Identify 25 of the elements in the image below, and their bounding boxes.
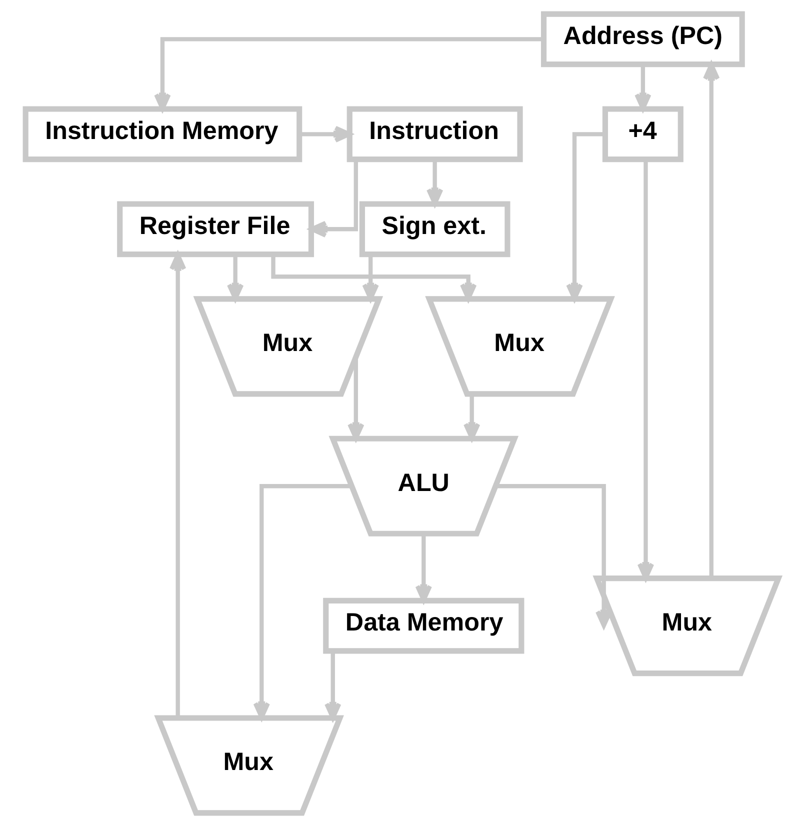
node-box: Data Memory	[323, 598, 524, 654]
arrow	[426, 160, 444, 206]
arrow	[299, 126, 352, 143]
arrow	[169, 252, 186, 718]
arrow	[271, 254, 477, 301]
arrow	[253, 484, 352, 720]
arrow	[154, 37, 544, 111]
arrow	[309, 160, 358, 238]
node-box: Sign ext.	[359, 201, 510, 258]
arrow	[634, 64, 652, 111]
node-box: Register File	[117, 201, 314, 258]
arrow	[496, 484, 612, 628]
node-box: Instruction Memory	[22, 106, 302, 162]
node-box: Instruction	[346, 106, 523, 162]
arrow	[348, 356, 364, 440]
arrow	[463, 394, 480, 440]
arrow	[566, 132, 606, 301]
node-box: +4	[602, 106, 684, 162]
arrow	[703, 62, 720, 578]
arrow	[324, 651, 342, 720]
arrow	[226, 254, 244, 301]
arrow	[637, 160, 654, 580]
node-box: Address (PC)	[540, 11, 745, 68]
arrow	[362, 254, 379, 301]
arrow	[415, 534, 432, 602]
